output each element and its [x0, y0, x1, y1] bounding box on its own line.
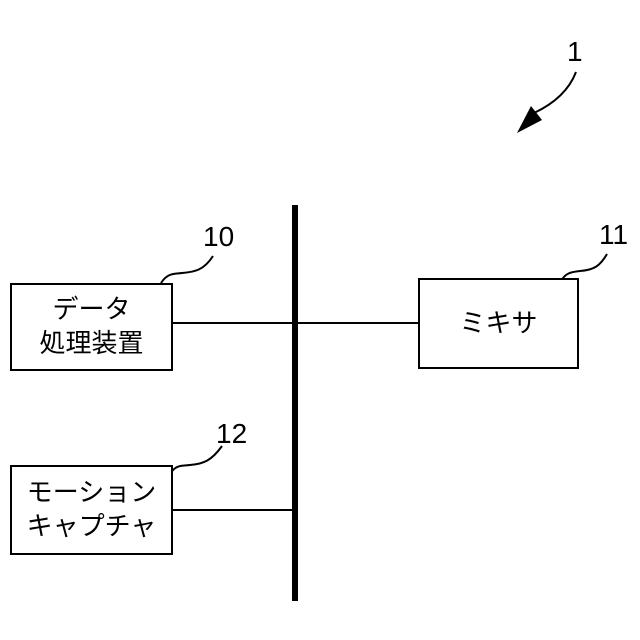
- mixer-block: ミキサ: [418, 278, 579, 369]
- motion-capture-label-line2: キャプチャ: [27, 510, 157, 544]
- motion-capture-label-line1: モーション: [27, 476, 156, 510]
- system-pointer-line: [534, 72, 576, 113]
- leader-line-11: [561, 254, 607, 281]
- system-reference-number: 1: [567, 38, 583, 66]
- data-processor-label-line1: データ: [52, 293, 130, 327]
- reference-number-10: 10: [203, 223, 234, 251]
- data-processor-block: データ 処理装置: [10, 283, 173, 371]
- reference-number-12: 12: [216, 420, 247, 448]
- mixer-label: ミキサ: [459, 307, 537, 341]
- motion-capture-block: モーション キャプチャ: [10, 465, 173, 555]
- leader-line-10: [161, 256, 213, 283]
- data-processor-label-line2: 処理装置: [39, 327, 143, 361]
- reference-number-11: 11: [599, 221, 628, 249]
- leader-line-12: [170, 446, 222, 474]
